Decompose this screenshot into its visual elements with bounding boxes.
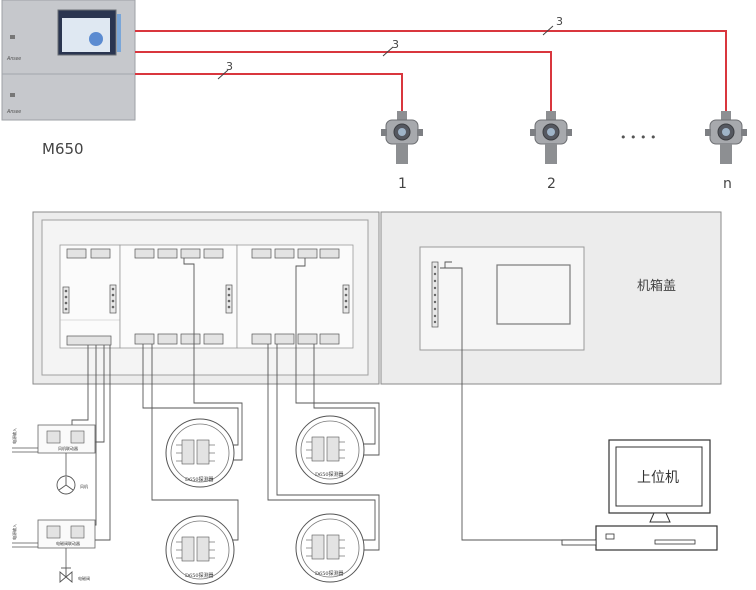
pcb-board-3 [236,244,354,349]
sensor-label-1: 1 [398,176,407,192]
brand-mark-top: Ansee [6,56,21,62]
cable-core-count-1: 3 [226,60,233,73]
fan-relay-label: 风机联动器 [58,445,78,451]
host-case [595,525,718,551]
fan-power-label: 电源输入 [11,428,17,444]
cable-core-count-2: 3 [392,38,399,51]
sensor-label-n: n [723,176,732,192]
host-computer [561,439,718,551]
terminal-blocks-bottom [66,333,340,346]
d650-label-3: D650探测器 [185,572,214,579]
sensor-cables [135,30,727,112]
d650-label-1: D650探测器 [185,476,214,483]
pcb-board-2 [119,244,238,349]
sensor-ellipsis: • • • • [620,131,656,144]
controller-model-label: M650 [42,140,84,158]
m650-controller: Ansee Ansee [1,0,136,121]
valve-power-label: 电源输入 [11,524,17,540]
brand-mark-bottom: Ansee [6,109,21,115]
gas-detector-1 [380,110,424,165]
fan-relay-module [12,424,96,476]
fan-label: 风机 [80,483,88,489]
sensor-label-2: 2 [547,176,556,192]
cable-to-sensor-n [135,30,727,112]
gas-detector-2 [529,110,573,165]
cable-to-sensor-1 [135,73,403,112]
cabinet-lid-label: 机箱盖 [637,278,676,294]
connector-pins [64,265,437,324]
gas-detector-n [704,110,748,165]
valve-label: 电磁阀 [78,575,90,581]
fan-icon [56,475,76,495]
cable-to-sensor-2 [135,51,552,112]
terminal-blocks-top [66,248,340,259]
valve-relay-label: 电磁阀联动器 [56,540,80,546]
host-label: 上位机 [637,470,679,486]
valve-relay-module [12,519,96,568]
cable-core-count-n: 3 [556,15,563,28]
d650-label-2: D650探测器 [315,471,344,478]
d650-label-4: D650探测器 [315,570,344,577]
valve-icon [59,567,73,583]
